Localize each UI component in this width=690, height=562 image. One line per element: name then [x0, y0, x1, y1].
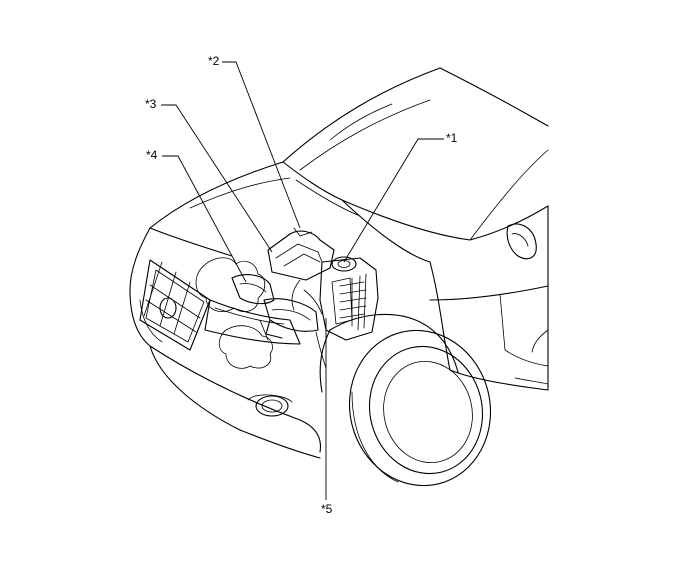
side-body [429, 205, 549, 391]
windshield [282, 67, 549, 241]
callout-label-2: *2 [208, 54, 220, 68]
callout-label-1: *1 [446, 131, 458, 145]
headlight [204, 299, 301, 345]
front-fender [319, 261, 459, 393]
callout-label-5: *5 [321, 502, 333, 516]
fog-light [247, 394, 293, 417]
leader-line-4 [162, 155, 247, 283]
grille [139, 259, 211, 351]
leader-line-3 [161, 104, 273, 253]
leader-line-2 [222, 61, 301, 229]
leader-lines [161, 61, 444, 500]
callout-label-4: *4 [146, 148, 158, 162]
hood [149, 161, 431, 263]
callout-label-3: *3 [145, 97, 157, 111]
front-wheel [348, 329, 492, 487]
side-mirror [506, 223, 537, 260]
leader-line-1 [343, 138, 444, 263]
front-bumper [129, 227, 322, 459]
engine-assembly [195, 227, 379, 369]
